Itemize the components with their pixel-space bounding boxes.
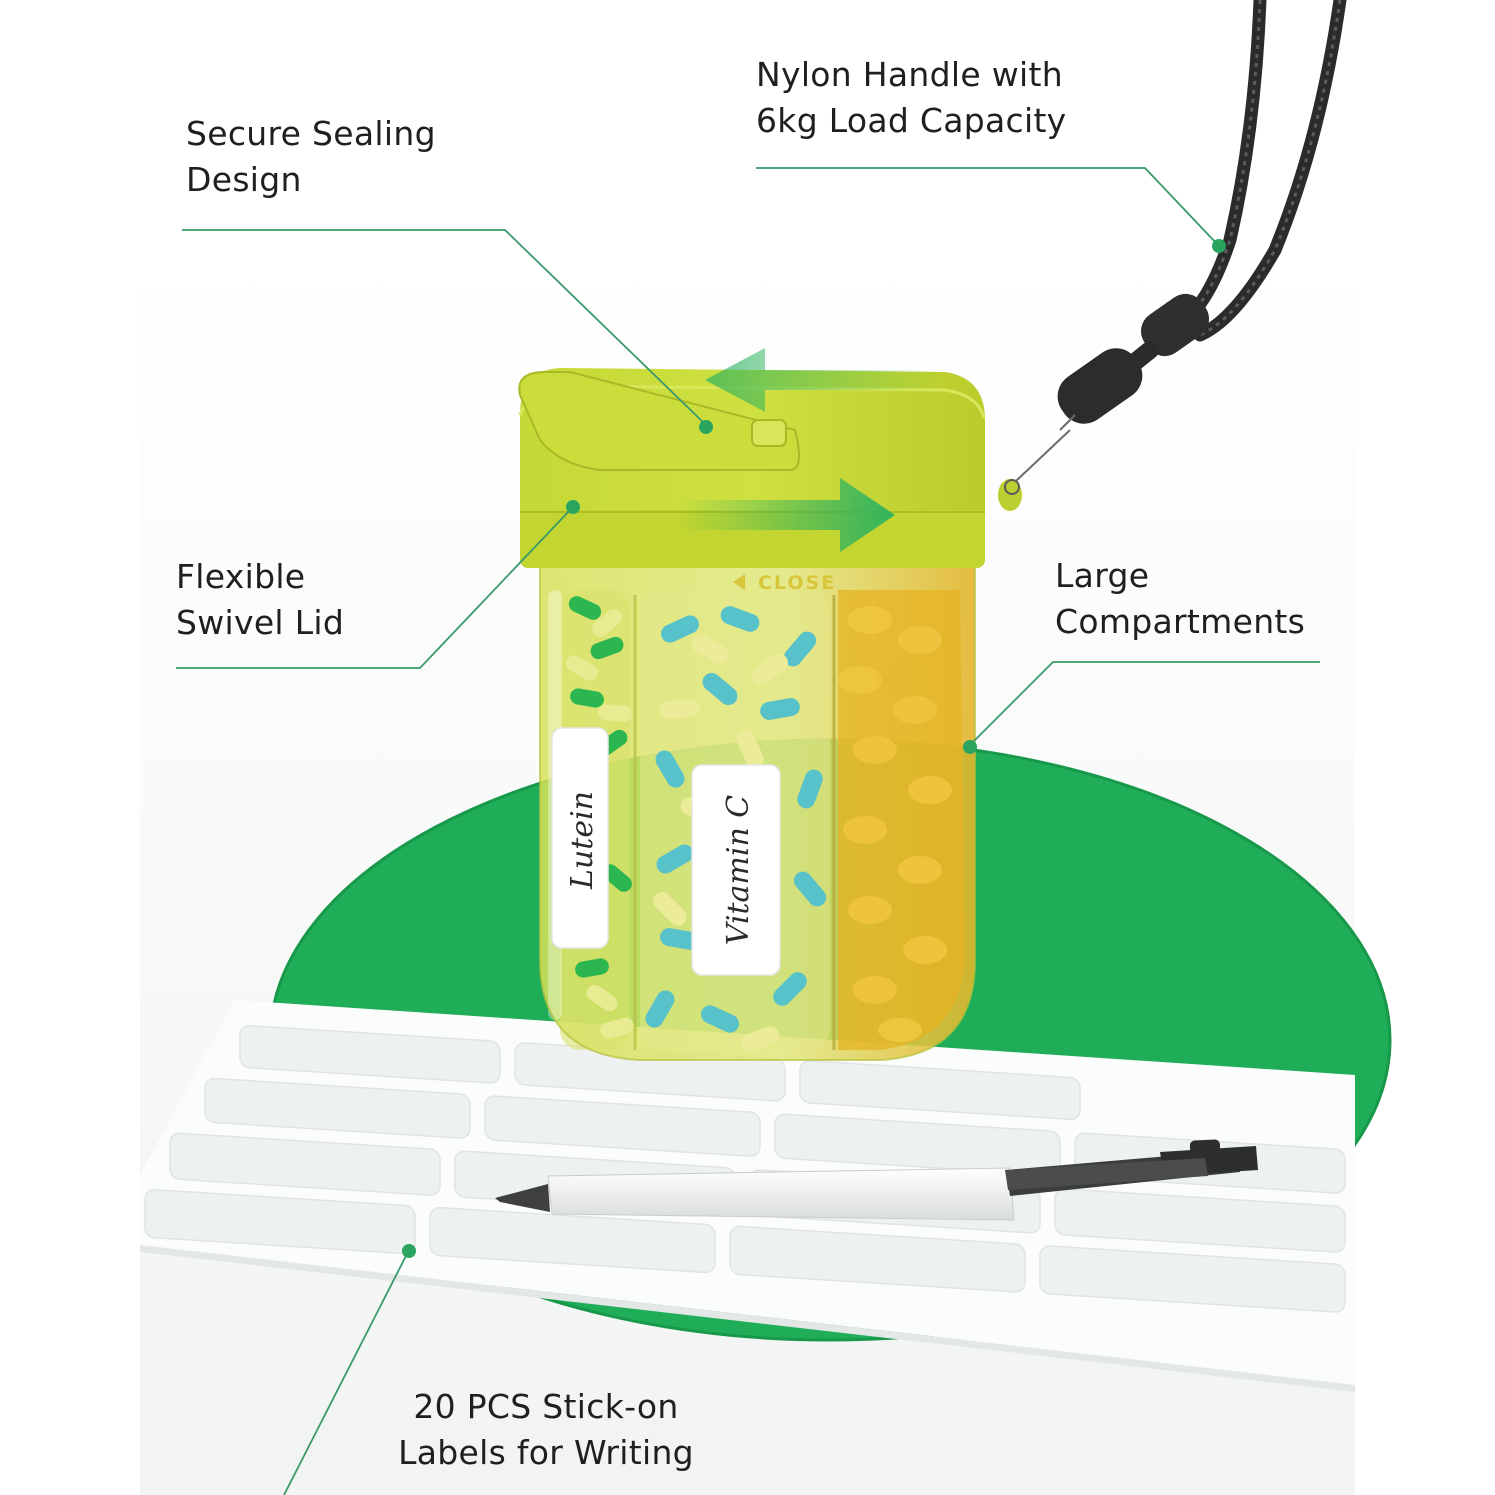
callout-line: Swivel Lid <box>176 603 345 642</box>
callout-line: 20 PCS Stick-on <box>413 1387 679 1426</box>
callout-line: Design <box>186 160 302 199</box>
lid-close-marking: CLOSE <box>758 572 836 594</box>
callout-swivel-lid: Flexible Swivel Lid <box>176 554 344 646</box>
leader-labels <box>283 1251 409 1495</box>
leader-swivel <box>176 507 573 669</box>
lanyard-clip <box>998 429 1071 511</box>
callout-line: Secure Sealing <box>186 114 436 153</box>
label-text-lutein: Lutein <box>565 791 600 890</box>
softgels-right <box>838 590 965 1050</box>
cord-stopper-upper <box>1140 293 1210 357</box>
swivel-arrows-icon <box>680 348 940 552</box>
callout-line: 6kg Load Capacity <box>756 101 1067 140</box>
jar-label-right <box>691 764 781 976</box>
callout-line: Large <box>1055 556 1150 595</box>
leader-handle <box>756 167 1219 246</box>
close-arrow-icon <box>733 574 745 590</box>
leader-dots <box>402 239 1226 1258</box>
callout-secure-sealing: Secure Sealing Design <box>186 111 436 203</box>
leader-lines <box>176 167 1320 1495</box>
callout-nylon-handle: Nylon Handle with 6kg Load Capacity <box>756 52 1067 144</box>
callout-stick-on-labels: 20 PCS Stick-on Labels for Writing <box>386 1384 706 1476</box>
leader-compartments <box>969 661 1320 746</box>
nylon-handle <box>1057 0 1347 431</box>
callout-line: Nylon Handle with <box>756 55 1063 94</box>
label-text-vitamin-c: Vitamin C <box>721 795 756 946</box>
sticker-grid <box>144 1024 1346 1313</box>
callout-line: Flexible <box>176 557 306 596</box>
callout-line: Compartments <box>1055 602 1306 641</box>
cord-stopper-lower <box>1057 348 1143 424</box>
callout-large-compartments: Large Compartments <box>1055 553 1305 645</box>
jar-label-left <box>551 727 609 949</box>
pen <box>495 1139 1258 1221</box>
leader-sealing <box>182 229 707 426</box>
callout-line: Labels for Writing <box>398 1433 694 1472</box>
